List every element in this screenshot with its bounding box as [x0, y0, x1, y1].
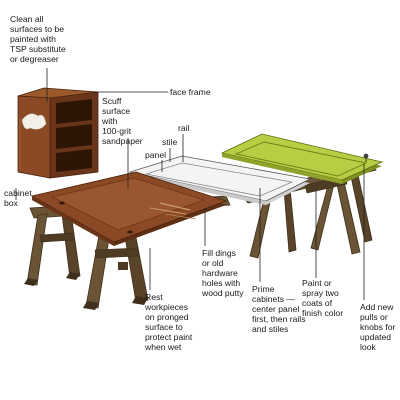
- label-fill: Fill dings or old hardware holes with wo…: [201, 248, 244, 298]
- label-pulls: Add new pulls or knobs for updated look: [360, 302, 398, 352]
- label-paint: Paint or spray two coats of finish color: [302, 278, 343, 318]
- primed-door-white: [128, 155, 312, 205]
- label-panel: panel: [145, 150, 166, 160]
- label-prime: Prime cabinets — center panel first, the…: [252, 284, 308, 334]
- leader-lines: [15, 68, 365, 300]
- label-rest: Rest workpieces on pronged surface to pr…: [144, 292, 195, 352]
- label-face-frame: face frame: [170, 87, 211, 97]
- label-rail: rail: [178, 123, 190, 133]
- label-clean: Clean all surfaces to be painted with TS…: [10, 14, 68, 64]
- knob-icon: [363, 153, 369, 162]
- cabinet-box: [17, 87, 99, 179]
- label-cabinet-box: cabinet box: [4, 188, 34, 208]
- label-scuff: Scuff surface with 100-grit sandpaper: [101, 96, 143, 146]
- finished-door-green: [220, 133, 384, 184]
- label-stile: stile: [162, 137, 178, 147]
- wood-door-brown: [30, 171, 228, 246]
